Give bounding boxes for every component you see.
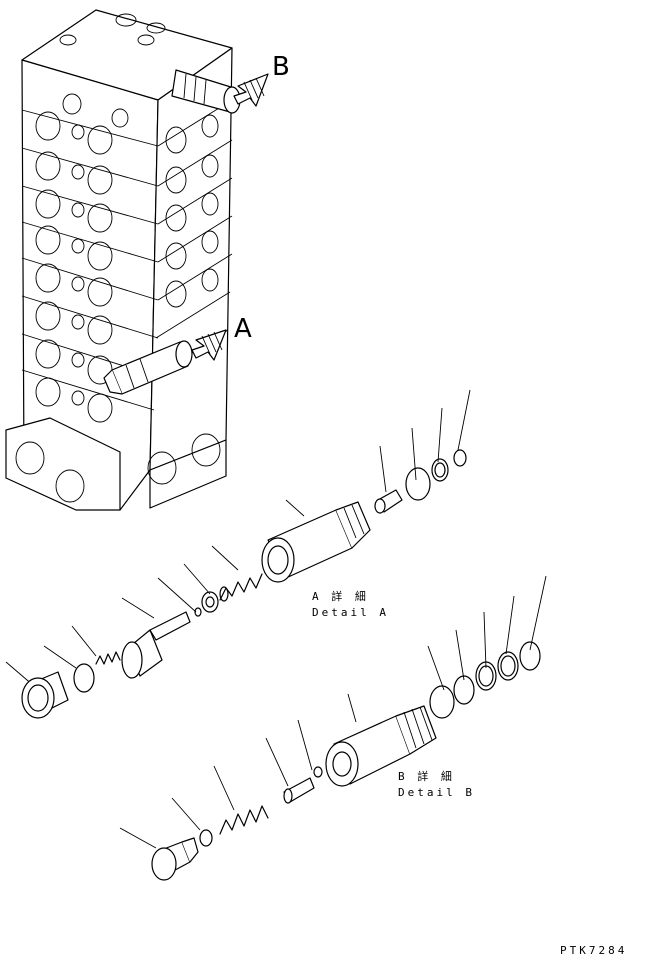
detail-a-title-en: Detail A	[312, 606, 389, 619]
valve-b-mounted	[172, 70, 240, 113]
detail-b-title-en: Detail B	[398, 786, 475, 799]
arrow-b-label: B	[272, 52, 290, 82]
detail-b-title-jp: B 詳 細	[398, 770, 455, 783]
detail-a-title-jp: A 詳 細	[312, 590, 369, 603]
arrow-b	[234, 74, 268, 106]
detail-a-parts	[6, 390, 470, 718]
arrow-a-label: A	[234, 314, 252, 344]
part-code: PTK7284	[560, 944, 628, 957]
valve-a-mounted	[104, 341, 192, 394]
arrow-a	[192, 330, 226, 360]
detail-b-parts	[120, 576, 546, 880]
